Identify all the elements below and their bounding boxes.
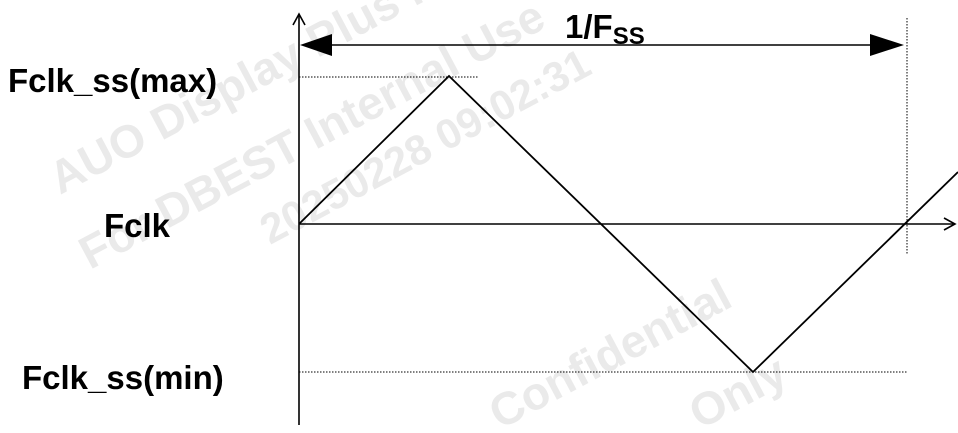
period-label-subscript: SS [613, 23, 645, 50]
period-arrow-left [300, 34, 332, 56]
triangle-waveform [298, 74, 958, 374]
max-frequency-label: Fclk_ss(max) [8, 62, 217, 99]
period-label-main: 1/F [565, 8, 613, 45]
period-arrow-right [870, 34, 904, 56]
center-frequency-label: Fclk [104, 207, 171, 244]
min-frequency-label: Fclk_ss(min) [22, 359, 224, 396]
period-label: 1/FSS [565, 8, 645, 50]
